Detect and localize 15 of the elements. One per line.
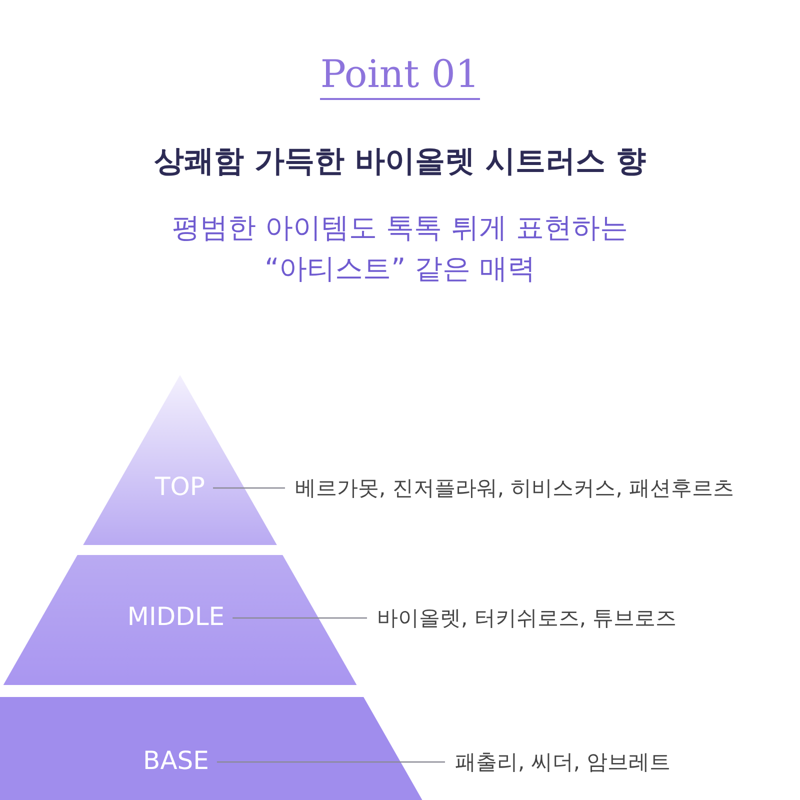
tier-label: TOP bbox=[154, 472, 206, 501]
note-text: 바이올렛, 터키쉬로즈, 튜브로즈 bbox=[377, 604, 677, 632]
pyramid-tier bbox=[0, 697, 422, 800]
note-text: 패출리, 씨더, 암브레트 bbox=[455, 748, 671, 776]
tier-label: BASE bbox=[143, 746, 209, 775]
pyramid-tier bbox=[83, 375, 277, 545]
leader-line bbox=[213, 487, 285, 489]
page-title: Point 01 bbox=[320, 52, 480, 100]
subheading: 평범한 아이템도 톡톡 튀게 표현하는 “아티스트” 같은 매력 bbox=[171, 210, 629, 287]
leader-line bbox=[216, 761, 445, 763]
headline: 상쾌함 가득한 바이올렛 시트러스 향 bbox=[153, 143, 647, 181]
tier-label: MIDDLE bbox=[127, 602, 225, 631]
note-text: 베르가못, 진저플라워, 히비스커스, 패션후르츠 bbox=[295, 474, 734, 502]
pyramid-tier bbox=[3, 555, 357, 685]
leader-line bbox=[232, 617, 367, 619]
